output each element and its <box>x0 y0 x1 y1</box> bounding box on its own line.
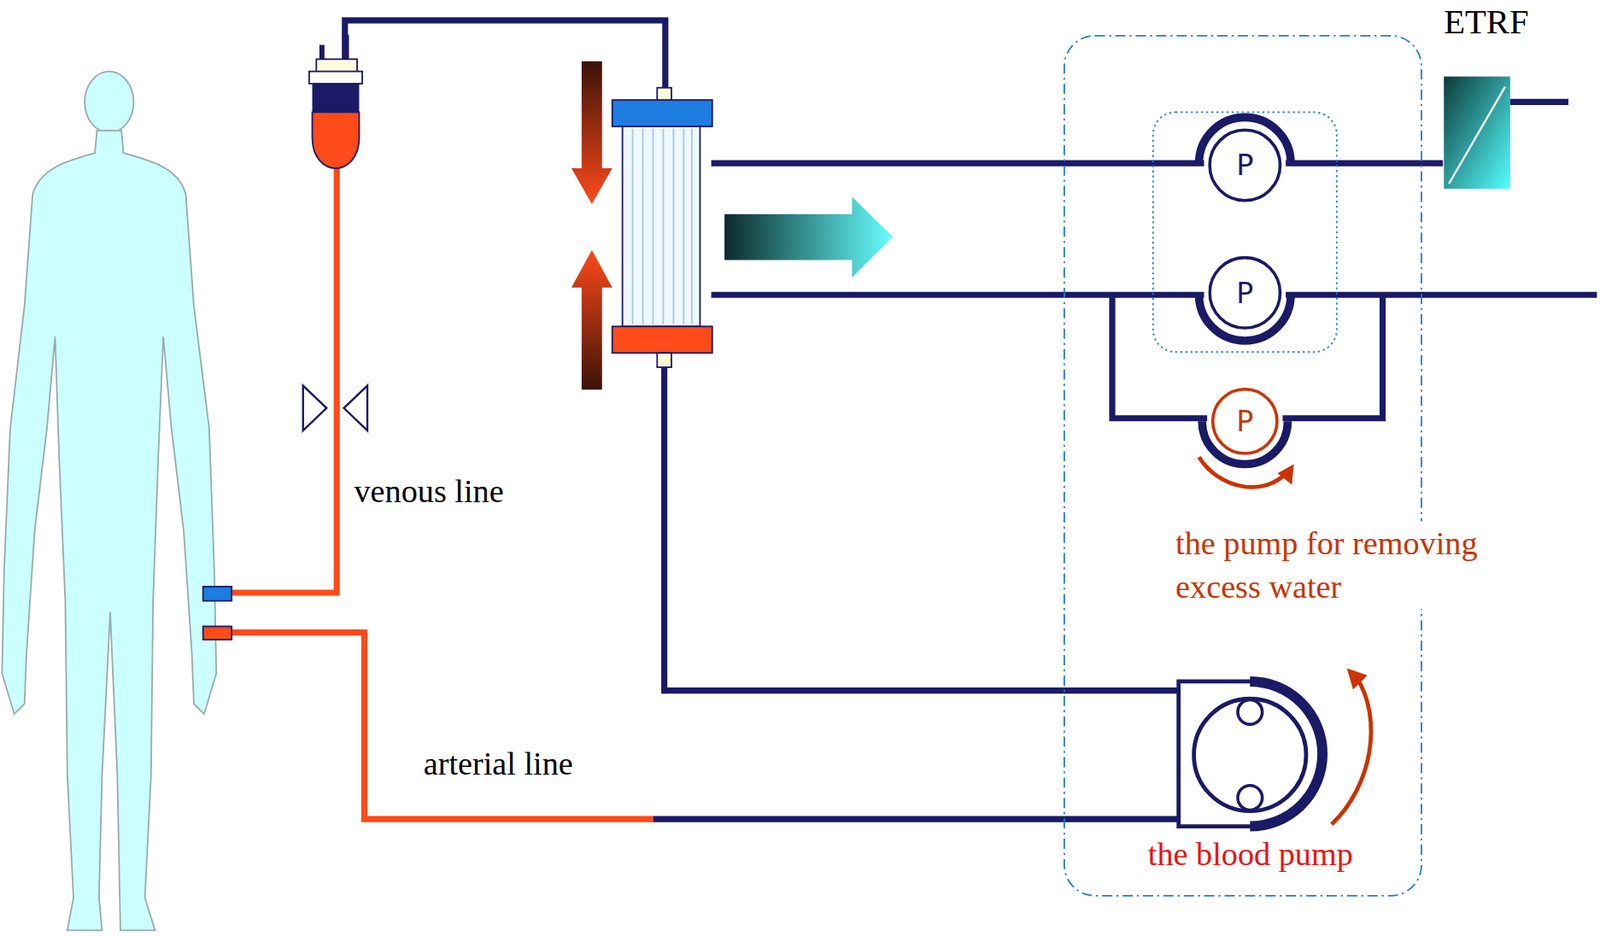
pump-circle: P <box>1211 387 1279 456</box>
pump-letter: P <box>1236 404 1254 439</box>
pump-circle: P <box>1207 256 1282 330</box>
pump-letter: P <box>1236 275 1254 310</box>
line-name: venous line <box>351 468 506 513</box>
line-name: arterial line <box>421 741 575 786</box>
pump-circle: P <box>1207 128 1282 203</box>
pump-letter: P <box>1236 148 1254 182</box>
pump-caption: the blood pump <box>1145 832 1355 877</box>
pump-caption: the pump for removing excess water <box>1173 521 1530 610</box>
filter-name: ETRF <box>1441 0 1531 44</box>
